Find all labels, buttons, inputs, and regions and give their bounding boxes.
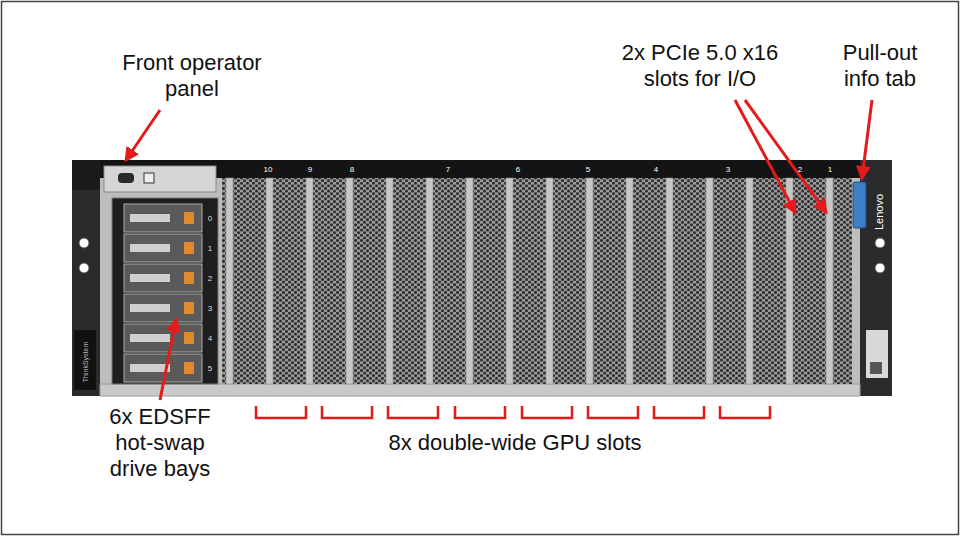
gpu-grille — [222, 178, 852, 384]
drive-cage — [130, 244, 170, 252]
operator-panel — [104, 166, 216, 192]
info-tab — [853, 182, 866, 228]
drive-cage — [124, 294, 202, 322]
callout-label: 2x PCIe 5.0 x16 slots for I/O — [605, 40, 795, 92]
left-rack-ear — [79, 263, 89, 273]
slot-rails — [706, 178, 713, 384]
info-tab — [853, 182, 866, 228]
slot-rails — [306, 178, 313, 384]
drive-cage — [184, 332, 194, 344]
chassis — [100, 384, 860, 396]
gpu-brackets — [256, 406, 770, 418]
left-rack-ear — [79, 238, 89, 248]
bay-number: 3 — [208, 304, 212, 313]
slot-number: 7 — [446, 165, 450, 174]
operator-panel — [144, 173, 154, 183]
slot-number: 8 — [350, 165, 354, 174]
drive-cage — [130, 214, 170, 222]
drive-cage — [130, 304, 170, 312]
brand-logo: Lenovo — [873, 194, 885, 230]
chassis — [100, 160, 860, 396]
drive-cage — [124, 264, 202, 292]
slot-number: 3 — [726, 165, 730, 174]
leader-arrows — [745, 100, 826, 212]
left-rack-ear — [72, 160, 100, 190]
gpu-brackets — [654, 406, 704, 418]
gpu-brackets — [256, 406, 306, 418]
drive-cage — [184, 212, 194, 224]
callout-label: Pull-out info tab — [827, 40, 933, 92]
drive-cage — [130, 364, 170, 372]
gpu-brackets — [588, 406, 638, 418]
slot-number: 4 — [654, 165, 658, 174]
drive-cage — [124, 234, 202, 262]
slot-rails — [826, 178, 833, 384]
slot-number: 1 — [828, 165, 832, 174]
drive-cage — [184, 272, 194, 284]
drive-cage — [184, 242, 194, 254]
right-rack-ear — [875, 263, 885, 273]
drive-cage — [124, 324, 202, 352]
leader-arrows — [126, 100, 872, 400]
gpu-grille — [222, 178, 852, 384]
drive-cage — [112, 198, 218, 384]
leader-arrows — [160, 320, 176, 400]
slot-rails — [466, 178, 473, 384]
slot-number: 10 — [264, 165, 273, 174]
brand-text: ThinkSystem — [82, 342, 90, 382]
slot-rails — [226, 178, 833, 384]
operator-panel — [118, 173, 134, 183]
callout-label: 8x double-wide GPU slots — [350, 430, 680, 456]
callout-label: Front operator panel — [103, 50, 281, 102]
slot-rails — [346, 178, 353, 384]
drive-cage — [184, 302, 194, 314]
right-rack-ear — [875, 238, 885, 248]
gpu-brackets — [455, 406, 505, 418]
callout-label: 6x EDSFF hot-swap drive bays — [102, 404, 218, 482]
slot-number: 5 — [586, 165, 590, 174]
drive-cage — [112, 198, 218, 384]
slot-rails — [266, 178, 273, 384]
slot-rails — [586, 178, 593, 384]
bay-number: 5 — [208, 364, 212, 373]
slot-rails — [746, 178, 753, 384]
slot-rails — [226, 178, 233, 384]
drive-cage — [124, 204, 202, 232]
bay-number: 4 — [208, 334, 212, 343]
bay-number: 1 — [208, 244, 212, 253]
left-rack-ear — [74, 330, 96, 390]
drive-cage — [184, 362, 194, 374]
operator-panel — [104, 166, 216, 192]
slot-number: 2 — [798, 165, 802, 174]
chassis — [100, 160, 860, 396]
slot-rails — [426, 178, 433, 384]
slot-rails — [546, 178, 553, 384]
slot-number: 9 — [308, 165, 312, 174]
bay-number: 2 — [208, 274, 212, 283]
gpu-brackets — [322, 406, 372, 418]
drive-cage — [130, 334, 170, 342]
slot-rails — [506, 178, 513, 384]
gpu-brackets — [720, 406, 770, 418]
slot-number: 6 — [516, 165, 520, 174]
right-rack-ear — [870, 362, 882, 374]
leader-arrows — [126, 110, 160, 160]
drive-cage — [130, 274, 170, 282]
gpu-brackets — [388, 406, 438, 418]
slot-rails — [386, 178, 393, 384]
bay-number: 0 — [208, 214, 212, 223]
slot-rails — [666, 178, 673, 384]
slot-rails — [626, 178, 633, 384]
right-rack-ear — [866, 330, 888, 378]
leader-arrows — [862, 100, 872, 178]
gpu-brackets — [522, 406, 572, 418]
